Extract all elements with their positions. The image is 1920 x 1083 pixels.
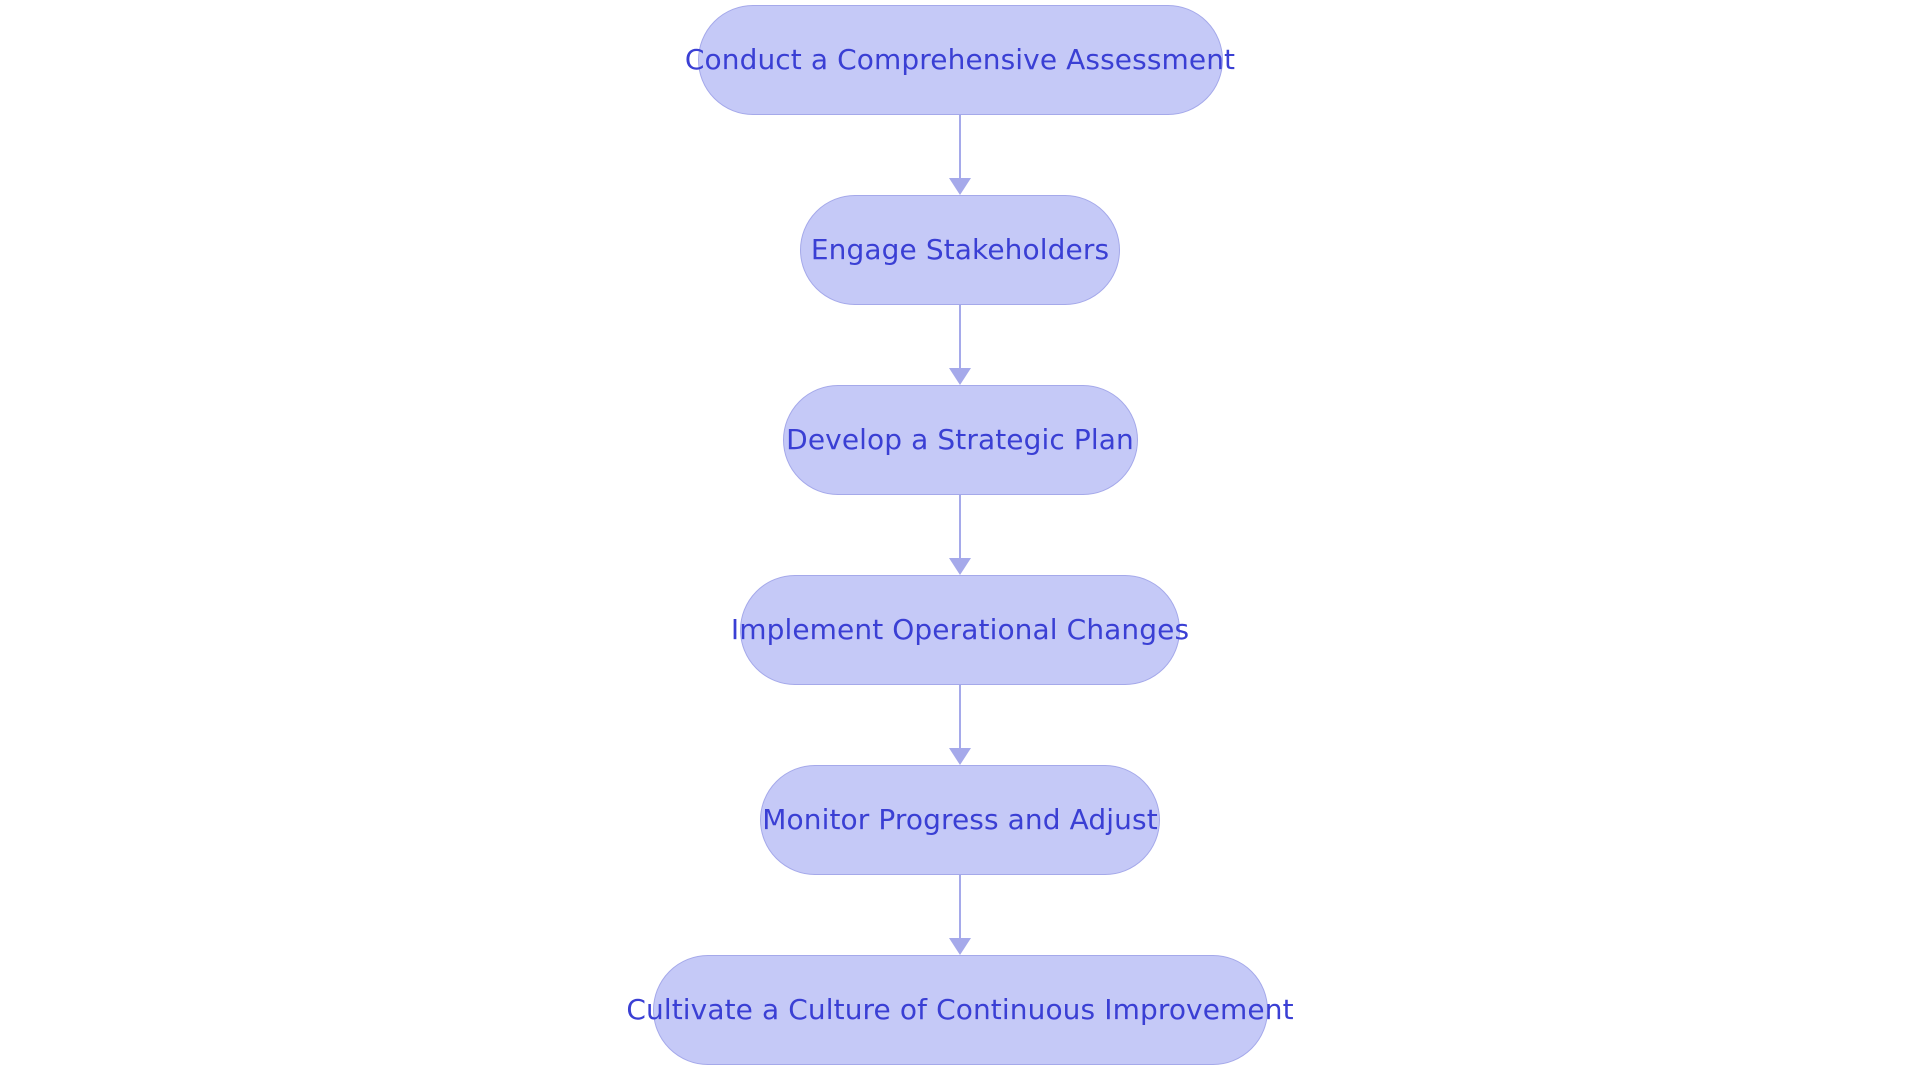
flowchart-edge-step-3-step-4	[947, 495, 973, 575]
arrowhead-down-icon	[949, 748, 971, 765]
flowchart-edge-step-2-step-3	[947, 305, 973, 385]
edge-line	[958, 875, 962, 939]
edge-line	[958, 685, 962, 749]
edge-line	[958, 305, 962, 369]
flowchart-node-label: Engage Stakeholders	[810, 233, 1110, 266]
arrowhead-down-icon	[949, 178, 971, 195]
flowchart-edge-step-4-step-5	[947, 685, 973, 765]
flowchart-node-step-4[interactable]: Implement Operational Changes	[731, 575, 1189, 685]
flowchart-node-label: Develop a Strategic Plan	[786, 423, 1134, 456]
flowchart-node-label: Implement Operational Changes	[730, 613, 1190, 646]
flowchart-edge-step-5-step-6	[947, 875, 973, 955]
edge-line	[958, 115, 962, 179]
flowchart-node-label: Conduct a Comprehensive Assessment	[684, 43, 1236, 76]
flowchart-edge-step-1-step-2	[947, 115, 973, 195]
edge-line	[958, 495, 962, 559]
arrowhead-down-icon	[949, 938, 971, 955]
arrowhead-down-icon	[949, 558, 971, 575]
arrowhead-down-icon	[949, 368, 971, 385]
flowchart-node-label: Monitor Progress and Adjust	[762, 803, 1158, 836]
flowchart-chain: Conduct a Comprehensive Assessment Engag…	[626, 0, 1294, 1065]
flowchart-node-step-2[interactable]: Engage Stakeholders	[800, 195, 1120, 305]
flowchart-node-step-1[interactable]: Conduct a Comprehensive Assessment	[685, 5, 1235, 115]
flowchart-node-step-5[interactable]: Monitor Progress and Adjust	[760, 765, 1160, 875]
flowchart-node-label: Cultivate a Culture of Continuous Improv…	[626, 993, 1294, 1026]
flowchart-node-step-6[interactable]: Cultivate a Culture of Continuous Improv…	[626, 955, 1294, 1065]
flowchart-node-step-3[interactable]: Develop a Strategic Plan	[782, 385, 1138, 495]
